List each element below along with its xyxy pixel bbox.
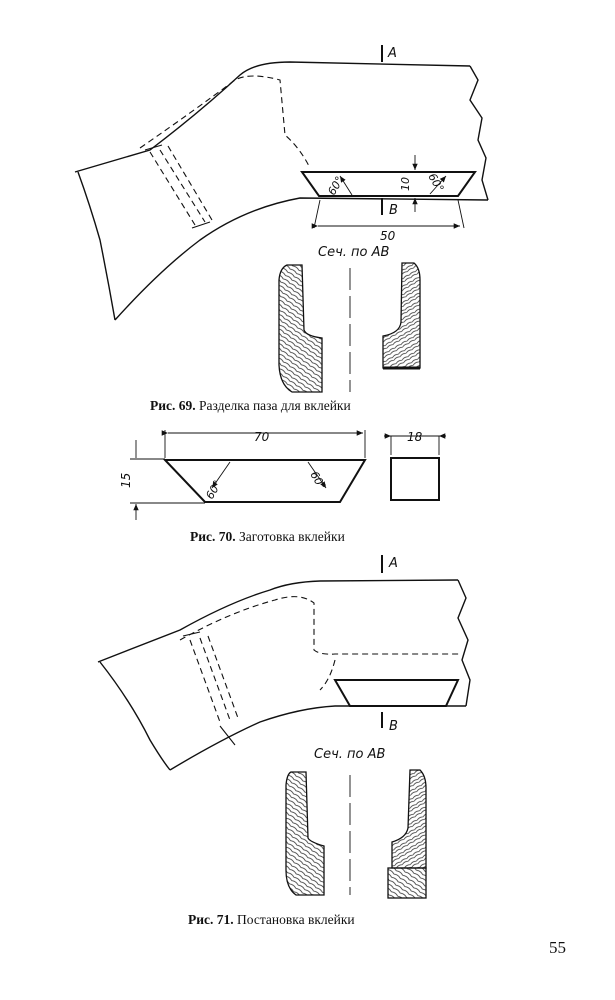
fig69-labels: А В 60° 60° 10 50 Сеч. по АВ (318, 46, 446, 260)
fig69-caption-text: Разделка паза для вклейки (199, 398, 351, 413)
fig69-angle-right: 60° (425, 171, 446, 194)
fig69-dim-depth: 10 (399, 177, 412, 191)
fig70-angle-left: 60° (203, 478, 224, 501)
fig69-angle-left: 60° (325, 174, 346, 197)
fig69-caption: Рис. 69. Разделка паза для вклейки (150, 398, 351, 414)
fig71-section-label: Сеч. по АВ (314, 747, 385, 762)
fig69-caption-prefix: Рис. 69. (150, 398, 196, 413)
fig70-dim-thickness: 18 (407, 430, 423, 444)
fig70-caption-prefix: Рис. 70. (190, 529, 236, 544)
fig70-labels: 70 15 18 60° 60° (119, 430, 423, 502)
fig71-mark-a: А (388, 556, 398, 571)
fig70-dim-width: 70 (254, 430, 270, 444)
fig71-caption-prefix: Рис. 71. (188, 912, 234, 927)
fig69-mark-a: А (387, 46, 397, 61)
fig69-dim-width: 50 (380, 229, 396, 243)
fig69-side-view (74, 45, 489, 321)
fig71-side-view (97, 555, 471, 771)
fig70-caption: Рис. 70. Заготовка вклейки (190, 529, 345, 545)
fig70-caption-text: Заготовка вклейки (239, 529, 345, 544)
fig69-mark-b: В (389, 203, 398, 218)
fig71-caption-text: Постановка вклейки (237, 912, 355, 927)
fig70-angle-right: 60° (307, 469, 328, 492)
fig70-dim-height: 15 (119, 473, 133, 488)
fig71-section-view (285, 769, 427, 899)
fig71-caption: Рис. 71. Постановка вклейки (188, 912, 355, 928)
fig69-section-view (278, 262, 421, 393)
fig71-labels: А В Сеч. по АВ (314, 556, 398, 762)
fig71-mark-b: В (389, 719, 398, 734)
page-number: 55 (549, 938, 566, 957)
fig69-section-label: Сеч. по АВ (318, 245, 389, 260)
fig70-blank (130, 430, 446, 520)
